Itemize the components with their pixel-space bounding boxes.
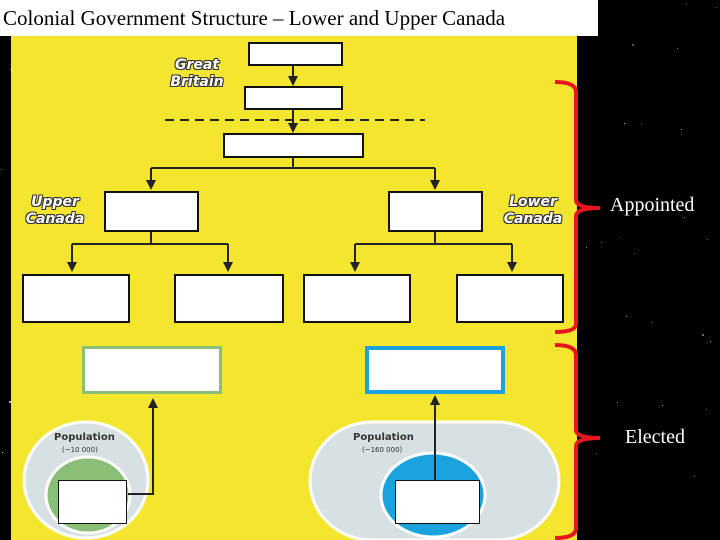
britain-box-1 <box>248 42 343 66</box>
appointed-label: Appointed <box>610 194 695 216</box>
lower-council-box-1 <box>303 274 411 323</box>
star <box>707 239 708 240</box>
upper-canada-label: Upper Canada <box>25 194 85 227</box>
star <box>634 253 635 254</box>
upper-population-count: (~10 000) <box>62 446 98 454</box>
star <box>9 401 11 403</box>
star <box>706 409 707 410</box>
lower-canada-label: Lower Canada <box>503 194 563 227</box>
star <box>651 322 652 323</box>
star <box>2 452 3 453</box>
upper-assembly-box <box>82 346 222 394</box>
star <box>10 69 11 70</box>
star <box>1 169 2 170</box>
arrow-upper-voters <box>128 398 158 495</box>
star <box>596 453 597 454</box>
star <box>684 217 685 218</box>
star <box>632 44 634 46</box>
star <box>617 402 618 403</box>
slide-title: Colonial Government Structure – Lower an… <box>0 0 598 36</box>
star <box>710 341 711 342</box>
star <box>641 123 642 124</box>
star <box>686 3 687 4</box>
great-britain-label: Great Britain <box>170 57 224 90</box>
star <box>677 48 678 49</box>
upper-council-box-1 <box>22 274 130 323</box>
elected-label: Elected <box>625 426 685 448</box>
upper-population-label: Population <box>54 432 115 443</box>
star <box>624 123 625 124</box>
britain-box-2 <box>244 86 343 110</box>
star <box>716 7 717 8</box>
lower-population-label: Population <box>353 432 414 443</box>
lower-council-box-2 <box>456 274 564 323</box>
upper-voters-box <box>58 480 127 524</box>
lower-governor-box <box>388 191 483 232</box>
lower-assembly-box <box>365 346 505 394</box>
star <box>694 476 695 477</box>
star <box>626 316 627 317</box>
appointed-bracket <box>554 80 601 334</box>
upper-council-box-2 <box>174 274 284 323</box>
star <box>586 247 587 248</box>
elected-bracket <box>554 343 601 540</box>
governor-general-box <box>223 133 364 158</box>
lower-voters-box <box>395 480 480 524</box>
upper-governor-box <box>104 191 199 232</box>
star <box>681 129 682 130</box>
star <box>620 237 621 238</box>
lower-population-count: (~160 000) <box>362 446 403 454</box>
star <box>702 334 704 336</box>
star <box>662 405 663 406</box>
star <box>680 205 681 206</box>
star <box>601 242 602 243</box>
